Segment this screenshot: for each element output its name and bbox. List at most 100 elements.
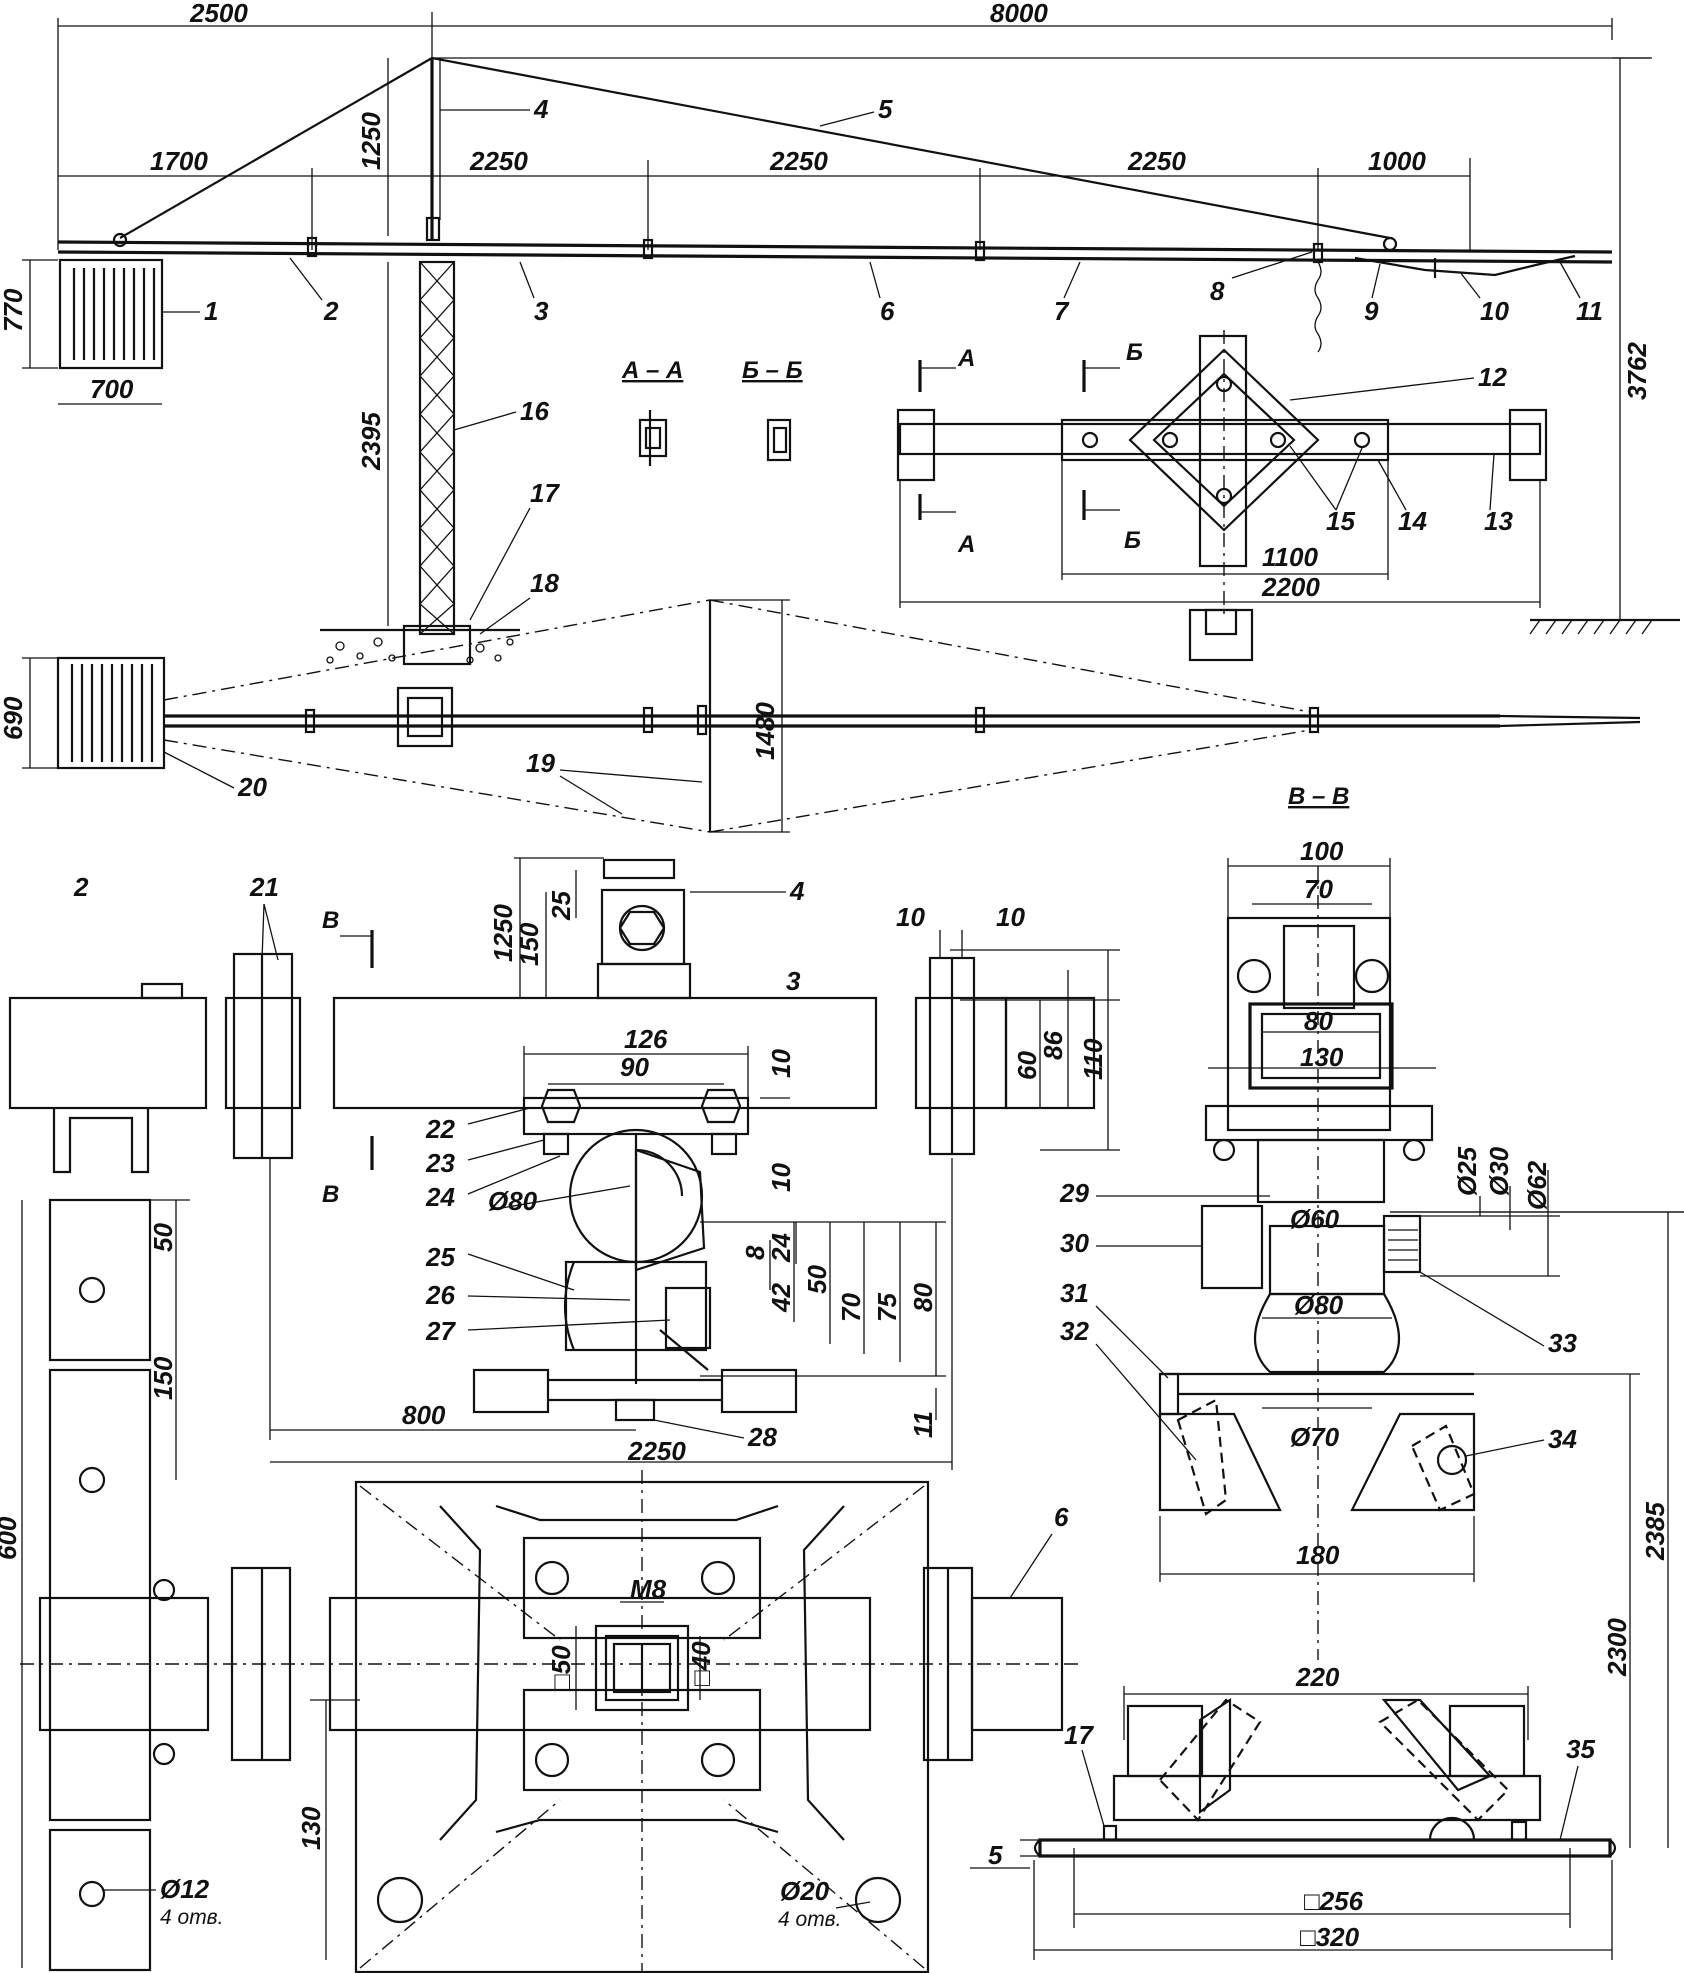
dim-50-v: 50 <box>802 1265 832 1294</box>
label-33: 33 <box>1548 1328 1577 1358</box>
dim-sq-256: □256 <box>1304 1886 1364 1916</box>
label-6-detail: 6 <box>1054 1502 1069 1532</box>
dim-700: 700 <box>90 374 134 404</box>
label-19: 19 <box>526 748 555 778</box>
dim-150-detail: 150 <box>148 1356 178 1400</box>
dim-sq-50: □50 <box>546 1645 576 1690</box>
dim-diameter-80: Ø80 <box>488 1186 538 1216</box>
label-17-base: 17 <box>1064 1720 1094 1750</box>
dim-5: 5 <box>988 1840 1003 1870</box>
dim-dia-25: Ø25 <box>1452 1146 1482 1196</box>
dim-M8: M8 <box>630 1574 667 1604</box>
dim-dia-80-vv: Ø80 <box>1294 1290 1344 1320</box>
mark-v-bottom: В <box>322 1181 339 1208</box>
counterweight <box>58 258 164 370</box>
boom-top-line <box>57 240 1613 254</box>
label-32: 32 <box>1060 1316 1089 1346</box>
dim-2250-2: 2250 <box>769 146 828 176</box>
label-18: 18 <box>530 568 559 598</box>
dim-25: 25 <box>546 891 576 921</box>
label-8: 8 <box>1210 276 1225 306</box>
label-2-detail: 2 <box>73 872 89 902</box>
label-25: 25 <box>425 1242 455 1272</box>
section-bb-title: Б – Б <box>742 357 803 384</box>
dim-2250-1: 2250 <box>469 146 528 176</box>
section-aa-title: А – А <box>621 357 683 384</box>
dim-dia-62: Ø62 <box>1522 1160 1552 1210</box>
label-23: 23 <box>425 1148 455 1178</box>
label-12: 12 <box>1478 362 1507 392</box>
label-14: 14 <box>1398 506 1427 536</box>
label-22: 22 <box>425 1114 455 1144</box>
label-9: 9 <box>1364 296 1379 326</box>
dim-150: 150 <box>514 922 544 966</box>
dim-770: 770 <box>0 288 28 332</box>
dim-600: 600 <box>0 1516 22 1560</box>
mark-b-bottom: Б <box>1124 527 1141 554</box>
label-3: 3 <box>534 296 549 326</box>
label-4-detail: 4 <box>789 876 805 906</box>
dim-126: 126 <box>624 1024 668 1054</box>
dim-1100: 1100 <box>1262 542 1318 572</box>
dim-50: 50 <box>148 1223 178 1252</box>
dim-60: 60 <box>1012 1051 1042 1080</box>
dim-2395: 2395 <box>356 412 386 471</box>
label-11: 11 <box>1576 296 1603 326</box>
elevation-view: 2500 8000 1250 1700 2250 2250 2250 1000 <box>0 0 1680 666</box>
dim-10-left: 10 <box>896 902 925 932</box>
label-17: 17 <box>530 478 560 508</box>
dim-690: 690 <box>0 696 28 740</box>
dim-2500: 2500 <box>189 0 248 28</box>
label-2: 2 <box>323 296 339 326</box>
label-3-detail: 3 <box>786 966 801 996</box>
dim-86: 86 <box>1038 1031 1068 1060</box>
base-detail: 220 □256 □320 5 17 35 <box>970 1662 1617 1960</box>
plan-view: 690 1480 19 20 <box>0 599 1641 833</box>
label-16: 16 <box>520 396 549 426</box>
label-5: 5 <box>878 94 893 124</box>
label-29: 29 <box>1059 1178 1089 1208</box>
dim-1480: 1480 <box>750 702 780 760</box>
label-27: 27 <box>425 1316 456 1346</box>
label-4: 4 <box>533 94 549 124</box>
dim-sq-320: □320 <box>1300 1922 1360 1952</box>
boom-joint-detail: 2 21 3 В В 4 1250 <box>8 857 1120 1470</box>
label-24: 24 <box>425 1182 455 1212</box>
dim-1700: 1700 <box>150 146 208 176</box>
dim-sq-40: □40 <box>686 1641 716 1686</box>
dim-75: 75 <box>872 1293 902 1322</box>
dim-dia-20: Ø20 <box>780 1876 830 1906</box>
dim-dia-70: Ø70 <box>1290 1422 1340 1452</box>
dim-3762: 3762 <box>1622 342 1652 400</box>
dim-2385: 2385 <box>1640 1502 1670 1561</box>
dim-2250-detail: 2250 <box>627 1436 686 1466</box>
dim-10-upper: 10 <box>766 1049 796 1078</box>
dim-2200: 2200 <box>1261 572 1320 602</box>
dim-80-vv: 80 <box>1304 1006 1333 1036</box>
dim-8: 8 <box>740 1245 770 1260</box>
dim-4-holes-2: 4 отв. <box>778 1908 841 1931</box>
label-1: 1 <box>204 296 218 326</box>
dim-dia-60: Ø60 <box>1290 1204 1340 1234</box>
dim-70: 70 <box>1304 874 1333 904</box>
dim-220: 220 <box>1295 1662 1340 1692</box>
label-28: 28 <box>747 1422 777 1452</box>
small-sections: А – А Б – Б <box>621 357 803 466</box>
part-labels-top: 4 5 1 2 3 6 7 8 9 10 11 16 17 18 <box>162 94 1603 635</box>
label-30: 30 <box>1060 1228 1089 1258</box>
dim-90: 90 <box>620 1052 649 1082</box>
mark-a-bottom: А <box>957 531 975 558</box>
dim-800: 800 <box>402 1400 446 1430</box>
dim-1250-detail: 1250 <box>488 904 518 962</box>
bottom-plan: 50 150 600 Ø12 4 отв. 6 <box>0 1198 1080 1973</box>
dim-42: 42 <box>766 1283 796 1313</box>
label-10: 10 <box>1480 296 1509 326</box>
dim-70-v: 70 <box>836 1293 866 1322</box>
label-20: 20 <box>237 772 267 802</box>
label-6: 6 <box>880 296 895 326</box>
dim-110: 110 <box>1078 1038 1108 1080</box>
dim-10-lower: 10 <box>766 1163 796 1192</box>
dim-2250-3: 2250 <box>1127 146 1186 176</box>
dim-24: 24 <box>766 1233 796 1263</box>
